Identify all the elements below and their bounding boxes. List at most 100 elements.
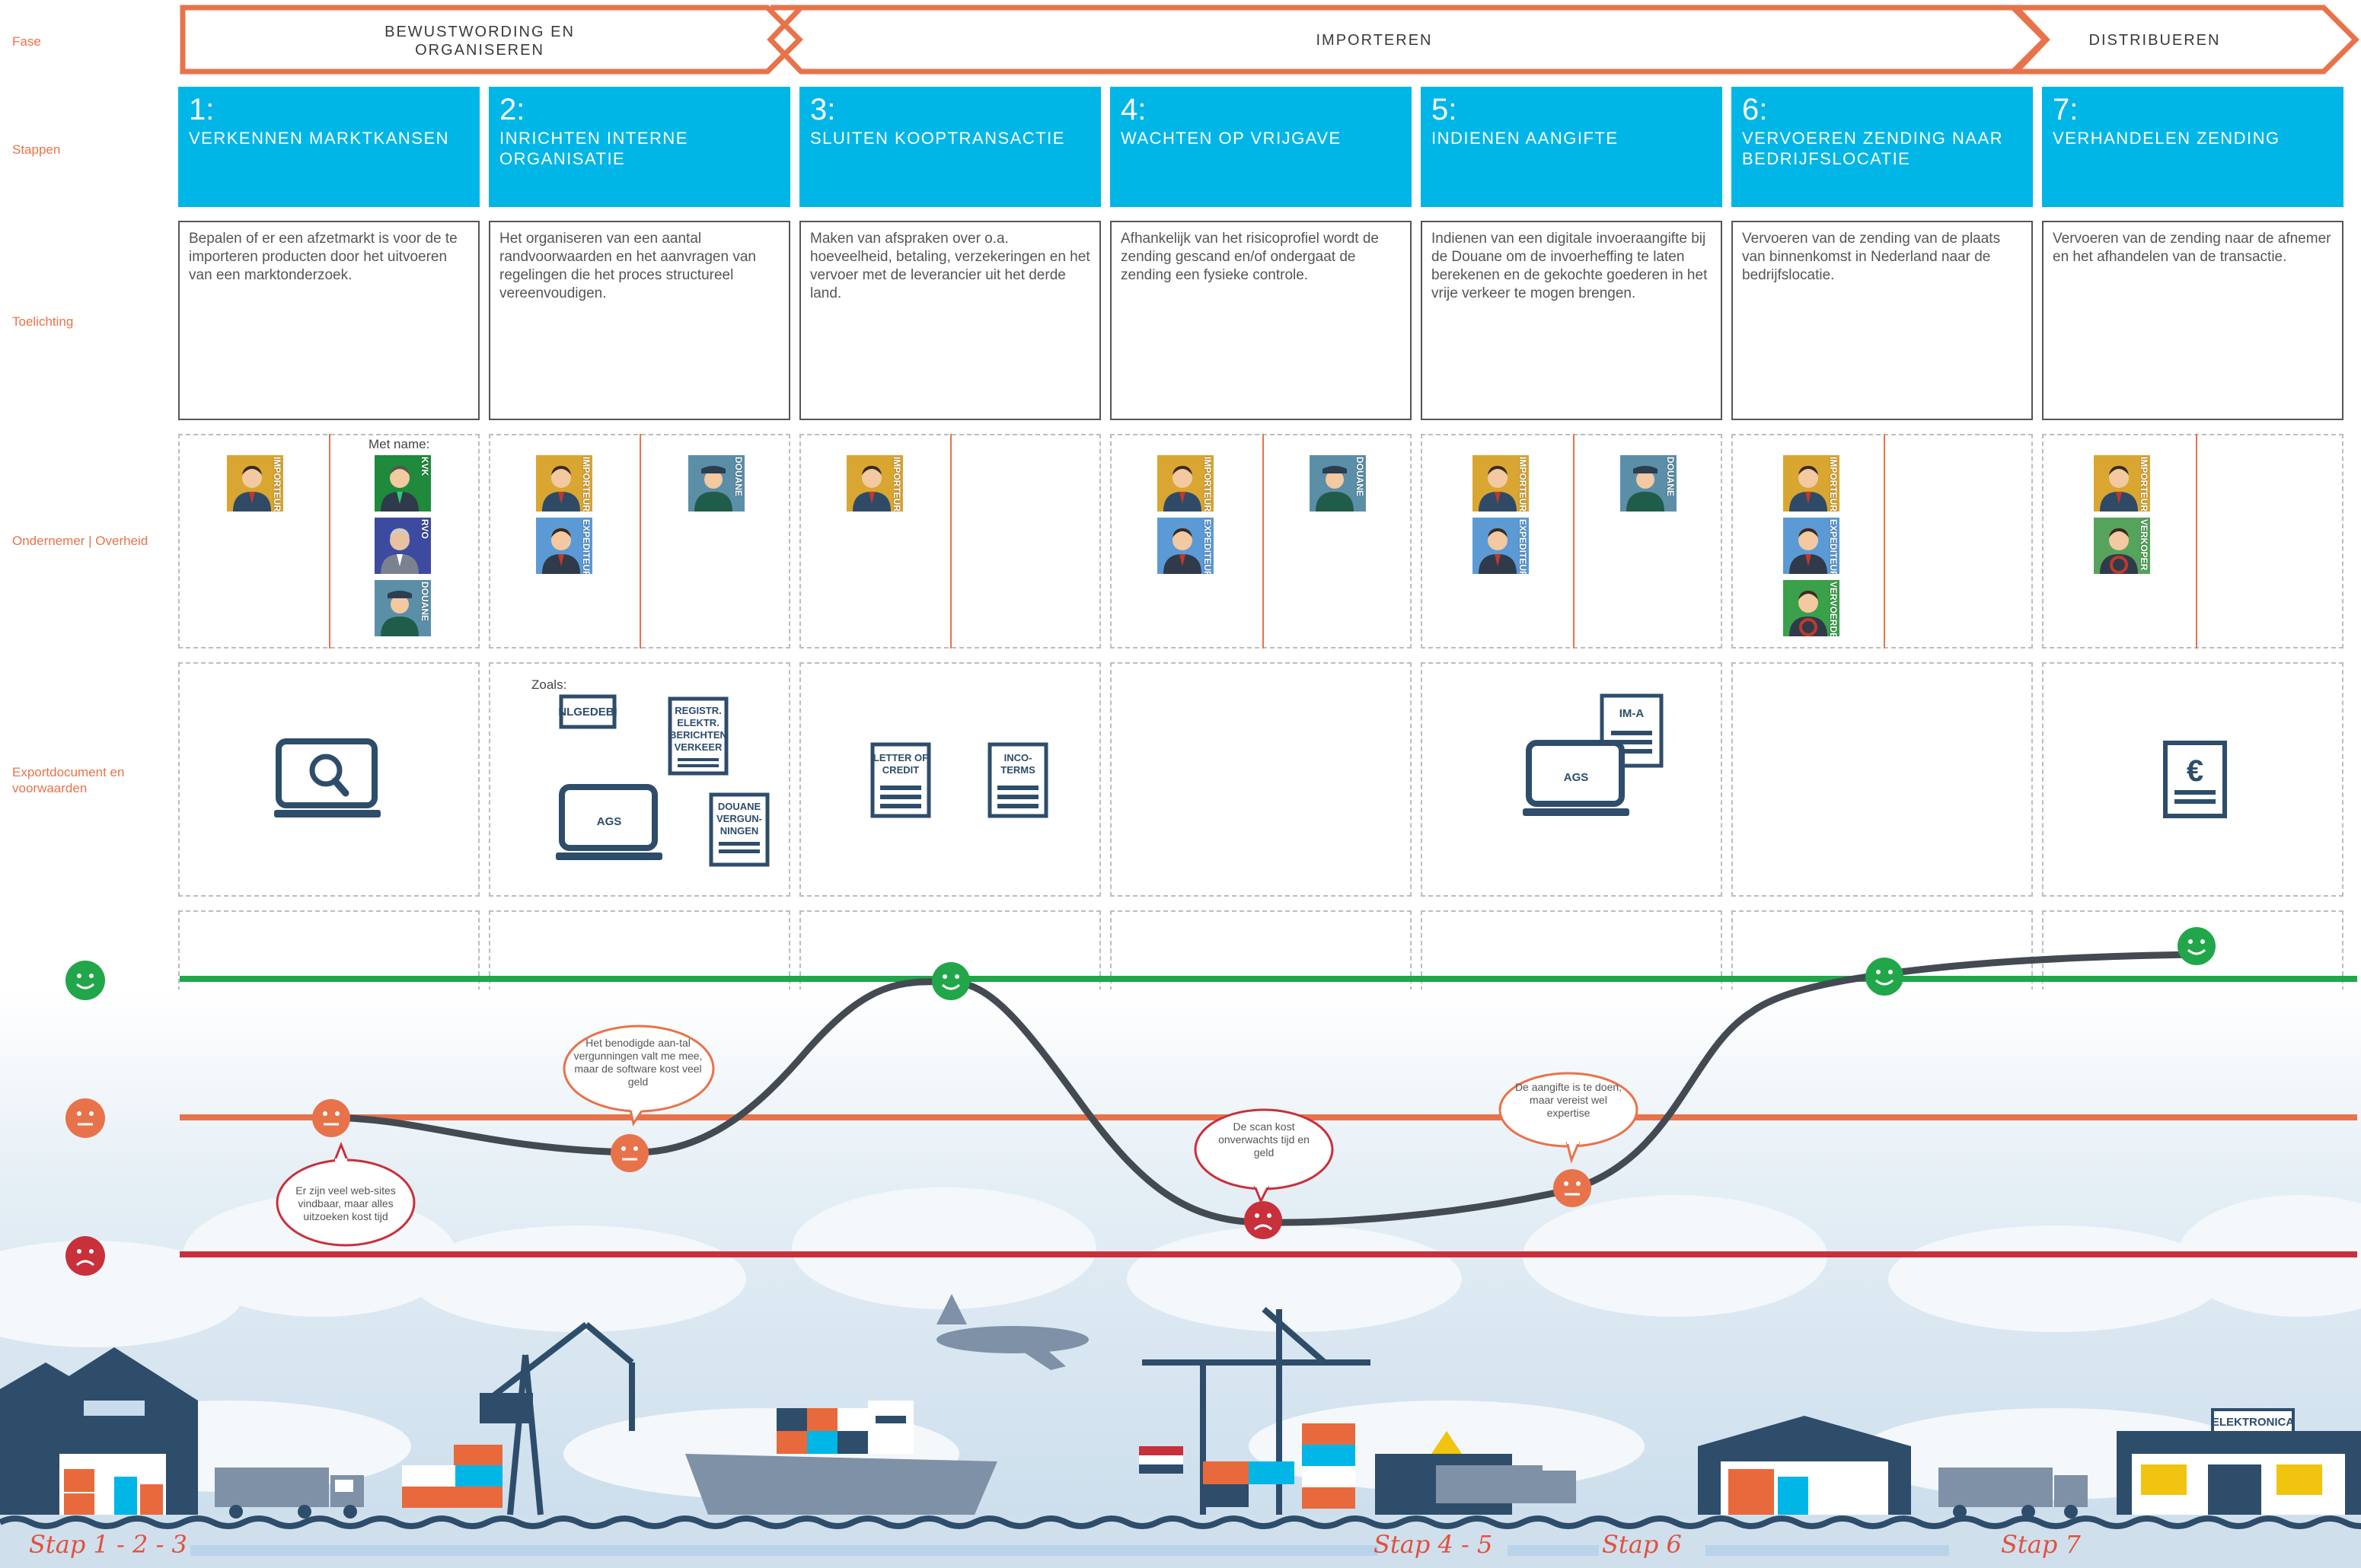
emotion-curve-chart (180, 951, 2357, 1257)
neutral-smiley-icon (1553, 1169, 1591, 1207)
verkoper-avatar: VERKOPER (2094, 518, 2150, 574)
documents-box-7 (2042, 662, 2343, 897)
importeur-avatar: IMPORTEUR (227, 455, 283, 512)
happy-smiley-icon (65, 961, 105, 1000)
expediteur-avatar: EXPEDITEUR (1783, 518, 1839, 574)
importeur-avatar: IMPORTEUR (1472, 455, 1529, 512)
speech-bubble-5-text: De aangifte is te doen, maar vereist wel… (1514, 1081, 1622, 1119)
importeur-avatar: IMPORTEUR (536, 455, 592, 512)
speech-bubble-5 (1498, 1072, 1638, 1164)
step-5: 5:INDIENEN AANGIFTE (1421, 87, 1722, 207)
step-6-description: Vervoeren van de zending van de plaats v… (1731, 221, 2033, 420)
svg-text:AGS: AGS (1564, 771, 1589, 784)
shop-sign: ELEKTRONICA (2211, 1408, 2295, 1434)
row-label-fase: Fase (12, 34, 41, 49)
happy-smiley-icon (932, 962, 970, 1000)
ags-laptop-icon: AGS (556, 784, 662, 860)
step-3: 3:SLUITEN KOOPTRANSACTIE (799, 87, 1101, 207)
separator-line (640, 434, 641, 649)
neutral-smiley-icon (65, 1098, 105, 1138)
row-label-actors: Ondernemer | Overheid (12, 534, 148, 548)
step-7-description: Vervoeren van de zending naar de afnemer… (2042, 221, 2343, 420)
actors-box-7 (2042, 434, 2343, 649)
vervoerder-avatar: VERVOERDER (1783, 580, 1839, 636)
step-7: 7:VERHANDELEN ZENDING (2042, 87, 2343, 207)
svg-text:AGS: AGS (597, 815, 622, 828)
svg-text:ELEKTR.: ELEKTR. (677, 717, 719, 728)
sad-smiley-icon (65, 1236, 105, 1276)
neutral-smiley-icon (312, 1099, 350, 1137)
importeur-avatar: IMPORTEUR (847, 455, 903, 512)
step-5-description: Indienen van een digitale invoeraangifte… (1421, 221, 1722, 420)
vergunningen-document-icon: DOUANE VERGUN- NINGEN (709, 792, 770, 867)
sad-smiley-icon (1244, 1201, 1282, 1239)
speech-bubble-4 (1194, 1108, 1334, 1204)
happy-smiley-icon (2178, 927, 2216, 965)
expediteur-avatar: EXPEDITEUR (1157, 518, 1214, 574)
row-label-stappen: Stappen (12, 142, 61, 157)
speech-bubble-1 (276, 1142, 416, 1247)
incoterms-icon: INCO- TERMS (987, 742, 1048, 818)
svg-text:VERKEER: VERKEER (675, 741, 723, 753)
separator-line (1262, 434, 1264, 649)
separator-line (950, 434, 952, 649)
svg-text:LETTER OF: LETTER OF (873, 752, 928, 763)
laptop-search-icon (274, 738, 381, 817)
svg-text:NINGEN: NINGEN (720, 825, 759, 837)
documents-box-3 (799, 662, 1101, 897)
speech-bubble-1-text: Er zijn veel web-sites vindbaar, maar al… (295, 1184, 396, 1222)
importeur-avatar: IMPORTEUR (2094, 455, 2150, 512)
nlgedebi-document-icon: NLGEDEBI (559, 694, 617, 729)
phase-importeren: IMPORTEREN (1316, 32, 1433, 49)
zoals-label: Zoals: (531, 677, 567, 692)
registratie-document-icon: REGISTR. ELEKTR. BERICHTEN VERKEER (668, 696, 729, 776)
step-4: 4:WACHTEN OP VRIJGAVE (1110, 87, 1412, 207)
emotion-curve (327, 951, 2200, 1226)
euro-invoice-icon: € (2163, 741, 2227, 818)
kvk-avatar: KVK (375, 455, 431, 512)
expediteur-avatar: EXPEDITEUR (536, 518, 592, 574)
stap-label-4-5: Stap 4 - 5 (1374, 1530, 1493, 1559)
documents-box-6 (1731, 662, 2033, 897)
svg-text:BERICHTEN: BERICHTEN (669, 729, 727, 741)
stap-label-7: Stap 7 (2001, 1530, 2081, 1559)
phase-bar (0, 0, 2361, 76)
documents-box-5 (1421, 662, 1722, 897)
step-1: 1:VERKENNEN MARKTKANSEN (178, 87, 480, 207)
phase-bewustwording: BEWUSTWORDING EN ORGANISEREN (384, 24, 575, 59)
douane-avatar: DOUANE (1310, 455, 1366, 512)
step-2-description: Het organiseren van een aantal randvoorw… (489, 221, 790, 420)
svg-text:NLGEDEBI: NLGEDEBI (559, 706, 617, 719)
step-3-description: Maken van afspraken over o.a. hoeveelhei… (799, 221, 1101, 420)
actors-box-6 (1731, 434, 2033, 649)
actors-box-4 (1110, 434, 1412, 649)
svg-text:ELEKTRONICA: ELEKTRONICA (2212, 1416, 2295, 1429)
svg-text:€: € (2187, 754, 2203, 788)
speech-bubble-4-text: De scan kost onverwachts tijd en geld (1218, 1120, 1310, 1158)
row-label-documents: Exportdocument en voorwaarden (12, 765, 125, 795)
separator-line (1884, 434, 1885, 649)
documents-box-4 (1110, 662, 1412, 897)
step-1-description: Bepalen of er een afzetmarkt is voor de … (178, 221, 480, 420)
documents-box-1 (178, 662, 480, 897)
documents-box-2 (489, 662, 790, 897)
douane-avatar: DOUANE (688, 455, 745, 512)
letter-of-credit-icon: LETTER OF CREDIT (870, 742, 931, 818)
step-6: 6:VERVOEREN ZENDING NAAR BEDRIJFSLOCATIE (1731, 87, 2033, 207)
douane-avatar: DOUANE (1620, 455, 1677, 512)
svg-text:INCO-: INCO- (1004, 752, 1032, 763)
speech-bubble-2-text: Het benodigde aan-tal vergunningen valt … (573, 1037, 703, 1088)
phase-distribueren: DISTRIBUEREN (2088, 32, 2221, 49)
importeur-avatar: IMPORTEUR (1157, 455, 1214, 512)
expediteur-avatar: EXPEDITEUR (1472, 518, 1529, 574)
separator-line (1573, 434, 1575, 649)
separator-line (329, 434, 330, 649)
svg-text:TERMS: TERMS (1000, 764, 1035, 776)
separator-line (2196, 434, 2197, 649)
landscape-illustration (0, 990, 2361, 1568)
douane-avatar: DOUANE (375, 580, 431, 636)
ags-laptop-icon: AGS (1523, 740, 1629, 816)
step-2: 2:INRICHTEN INTERNE ORGANISATIE (489, 87, 790, 207)
step-4-description: Afhankelijk van het risicoprofiel wordt … (1110, 221, 1412, 420)
actors-box-5 (1421, 434, 1722, 649)
